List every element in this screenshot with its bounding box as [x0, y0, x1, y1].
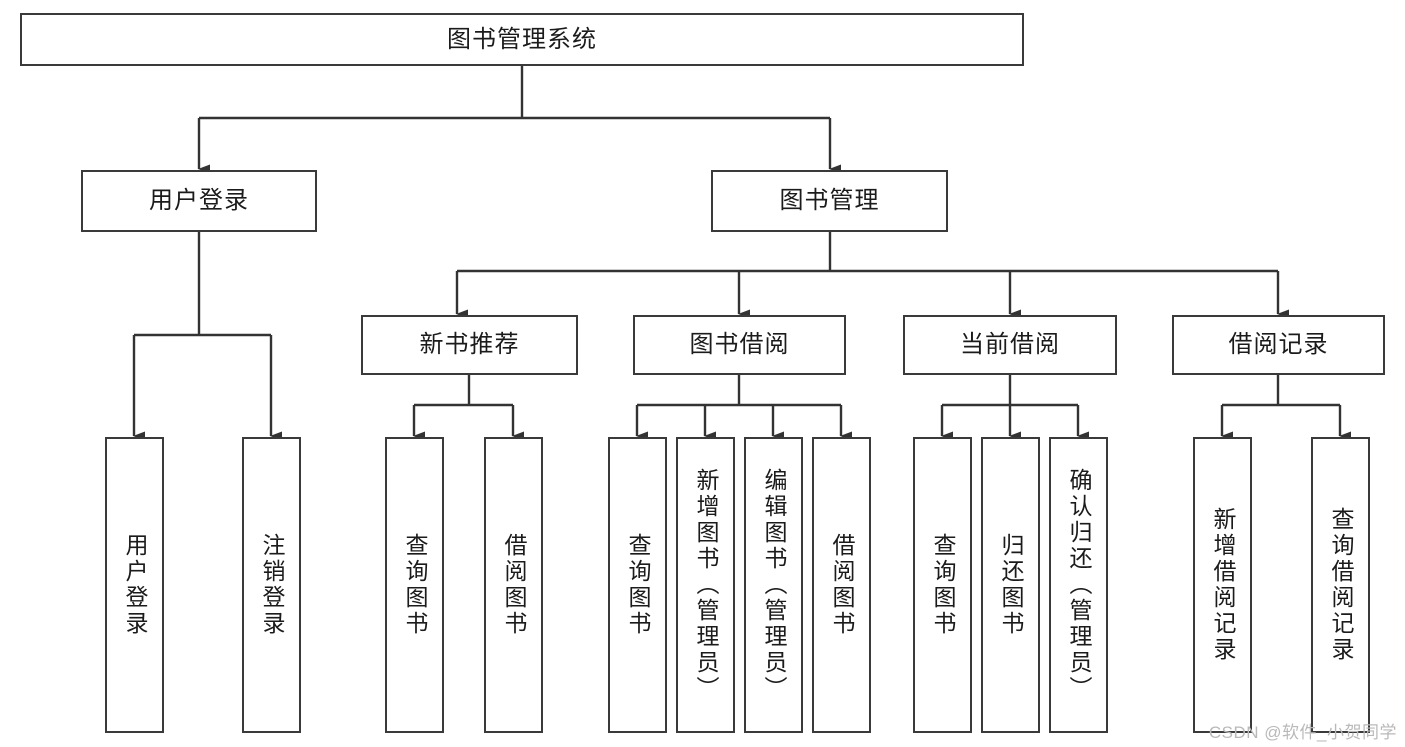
node-new-book-recommend[interactable]: 新书推荐 [361, 315, 578, 375]
leaf-borrow-borrow-book[interactable]: 借阅图书 [812, 437, 871, 733]
node-root-book-management-system[interactable]: 图书管理系统 [20, 13, 1024, 66]
leaf-borrow-add-book-admin[interactable]: 新增图书（管理员） [676, 437, 735, 733]
node-label: 查询图书 [401, 533, 428, 637]
node-label: 新书推荐 [419, 331, 520, 358]
node-label: 查询图书 [929, 533, 956, 637]
leaf-current-confirm-return-admin[interactable]: 确认归还（管理员） [1049, 437, 1108, 733]
node-book-borrow[interactable]: 图书借阅 [633, 315, 846, 375]
node-label: 借阅图书 [828, 533, 855, 637]
leaf-borrow-query-book[interactable]: 查询图书 [608, 437, 667, 733]
node-label: 新增借阅记录 [1209, 507, 1236, 663]
node-label: 借阅记录 [1228, 331, 1329, 358]
leaf-new-book-query-book[interactable]: 查询图书 [385, 437, 444, 733]
node-label: 确认归还（管理员） [1065, 468, 1092, 702]
node-label: 用户登录 [149, 187, 249, 214]
node-label: 查询图书 [624, 533, 651, 637]
leaf-current-query-book[interactable]: 查询图书 [913, 437, 972, 733]
node-label: 当前借阅 [960, 331, 1060, 358]
node-label: 借阅图书 [500, 533, 527, 637]
leaf-borrow-edit-book-admin[interactable]: 编辑图书（管理员） [744, 437, 803, 733]
node-label: 注销登录 [258, 533, 285, 637]
node-label: 图书管理 [779, 187, 880, 214]
leaf-user-login-login[interactable]: 用户登录 [105, 437, 164, 733]
node-current-borrow[interactable]: 当前借阅 [903, 315, 1117, 375]
node-label: 图书管理系统 [447, 25, 597, 53]
leaf-current-return-book[interactable]: 归还图书 [981, 437, 1040, 733]
node-user-login[interactable]: 用户登录 [81, 170, 317, 232]
leaf-new-book-borrow-book[interactable]: 借阅图书 [484, 437, 543, 733]
node-label: 归还图书 [997, 533, 1024, 637]
leaf-records-add-record[interactable]: 新增借阅记录 [1193, 437, 1252, 733]
leaf-user-login-logout[interactable]: 注销登录 [242, 437, 301, 733]
node-label: 图书借阅 [689, 331, 790, 358]
node-label: 新增图书（管理员） [692, 468, 719, 702]
node-label: 用户登录 [121, 533, 148, 637]
leaf-records-query-record[interactable]: 查询借阅记录 [1311, 437, 1370, 733]
node-label: 查询借阅记录 [1327, 507, 1354, 663]
node-book-management[interactable]: 图书管理 [711, 170, 948, 232]
node-label: 编辑图书（管理员） [760, 468, 787, 702]
node-borrow-records[interactable]: 借阅记录 [1172, 315, 1385, 375]
